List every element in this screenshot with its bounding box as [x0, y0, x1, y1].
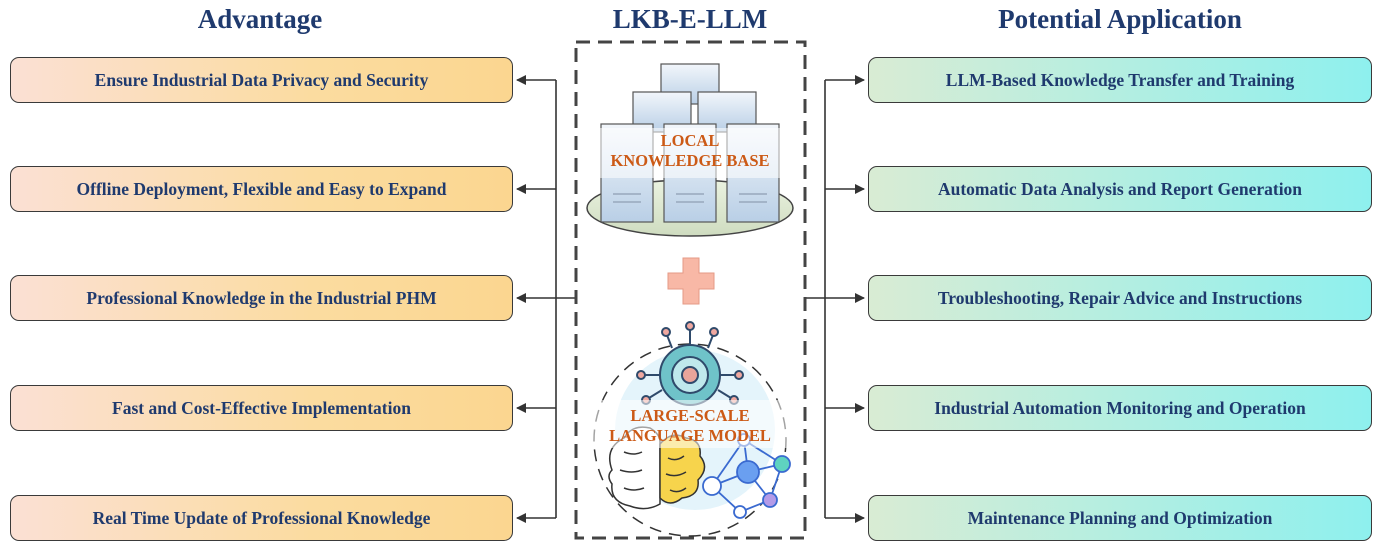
- llm-illustration: [593, 321, 798, 537]
- application-box-monitoring: Industrial Automation Monitoring and Ope…: [868, 385, 1372, 431]
- advantage-box-update: Real Time Update of Professional Knowled…: [10, 495, 513, 541]
- lkb-e-llm-frame: [574, 40, 807, 540]
- advantage-box-cost: Fast and Cost-Effective Implementation: [10, 385, 513, 431]
- potential-application-heading: Potential Application: [998, 4, 1242, 34]
- advantage-box-phm: Professional Knowledge in the Industrial…: [10, 275, 513, 321]
- advantage-connectors: [516, 75, 576, 523]
- application-connectors: [805, 75, 865, 523]
- llm-label-line2: LANGUAGE MODEL: [609, 426, 771, 445]
- application-box-maintenance: Maintenance Planning and Optimization: [868, 495, 1372, 541]
- advantage-heading: Advantage: [197, 4, 323, 34]
- local-knowledge-base-label: LOCAL KNOWLEDGE BASE: [595, 131, 785, 171]
- kb-label-line1: LOCAL: [660, 131, 720, 150]
- llm-label-line1: LARGE-SCALE: [630, 406, 750, 425]
- application-box-training: LLM-Based Knowledge Transfer and Trainin…: [868, 57, 1372, 103]
- large-language-model-label: LARGE-SCALE LANGUAGE MODEL: [585, 406, 795, 446]
- kb-label-line2: KNOWLEDGE BASE: [610, 151, 770, 170]
- advantage-box-privacy: Ensure Industrial Data Privacy and Secur…: [10, 57, 513, 103]
- application-box-analysis: Automatic Data Analysis and Report Gener…: [868, 166, 1372, 212]
- server-stack-icon: [586, 63, 794, 237]
- advantage-box-offline: Offline Deployment, Flexible and Easy to…: [10, 166, 513, 212]
- plus-icon: [667, 257, 715, 305]
- lkb-e-llm-heading: LKB-E-LLM: [612, 4, 768, 34]
- application-box-troubleshooting: Troubleshooting, Repair Advice and Instr…: [868, 275, 1372, 321]
